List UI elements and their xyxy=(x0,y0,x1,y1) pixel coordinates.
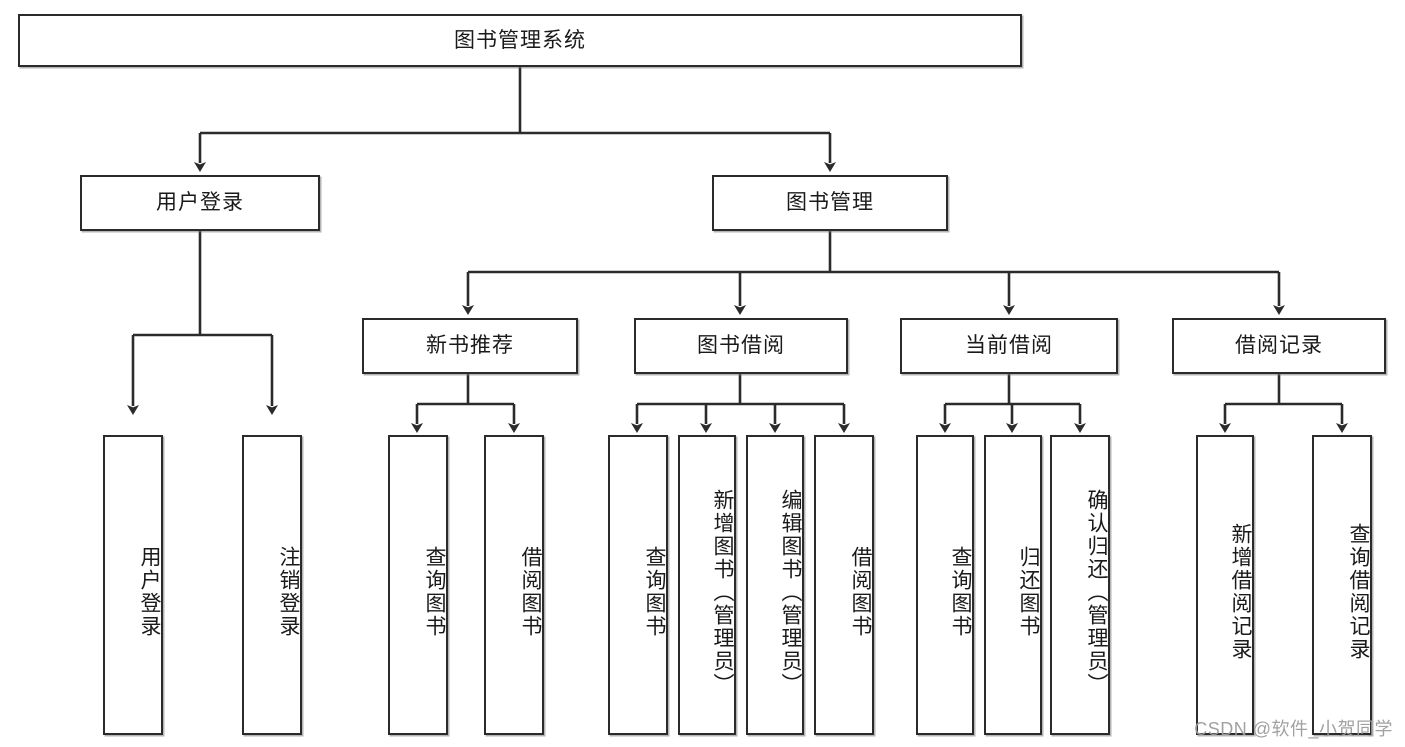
node-new-book-recommend[interactable]: 新书推荐 xyxy=(362,318,578,374)
leaf-query-book-borrow[interactable]: 查询图书 xyxy=(608,435,668,735)
node-label: 新增图书（管理员） xyxy=(711,488,734,696)
node-borrow-record[interactable]: 借阅记录 xyxy=(1172,318,1386,374)
node-label: 编辑图书（管理员） xyxy=(779,488,802,696)
node-label: 注销登录 xyxy=(277,546,300,638)
node-label: 新增借阅记录 xyxy=(1229,523,1252,661)
leaf-query-borrow-record[interactable]: 查询借阅记录 xyxy=(1312,435,1372,735)
node-user-login[interactable]: 用户登录 xyxy=(80,175,320,231)
leaf-query-book-recommend[interactable]: 查询图书 xyxy=(388,435,448,735)
node-book-borrow[interactable]: 图书借阅 xyxy=(634,318,848,374)
node-label: 借阅图书 xyxy=(849,546,872,638)
leaf-edit-book-admin[interactable]: 编辑图书（管理员） xyxy=(746,435,804,735)
leaf-query-book-current[interactable]: 查询图书 xyxy=(916,435,974,735)
node-label: 用户登录 xyxy=(156,191,244,215)
leaf-return-book[interactable]: 归还图书 xyxy=(984,435,1042,735)
node-label: 查询图书 xyxy=(423,546,446,638)
leaf-add-borrow-record[interactable]: 新增借阅记录 xyxy=(1196,435,1254,735)
node-label: 用户登录 xyxy=(138,546,161,638)
node-label: 借阅记录 xyxy=(1235,334,1323,358)
node-label: 当前借阅 xyxy=(965,334,1053,358)
leaf-confirm-return-admin[interactable]: 确认归还（管理员） xyxy=(1050,435,1110,735)
node-label: 新书推荐 xyxy=(426,334,514,358)
node-label: 借阅图书 xyxy=(519,546,542,638)
node-current-borrow[interactable]: 当前借阅 xyxy=(900,318,1118,374)
leaf-borrow-book-recommend[interactable]: 借阅图书 xyxy=(484,435,544,735)
node-label: 查询图书 xyxy=(949,546,972,638)
leaf-user-login[interactable]: 用户登录 xyxy=(103,435,163,735)
node-label: 归还图书 xyxy=(1017,546,1040,638)
node-book-management[interactable]: 图书管理 xyxy=(712,175,948,231)
csdn-watermark: CSDN @软件_小贺同学 xyxy=(1194,719,1393,739)
node-label: 图书管理 xyxy=(786,191,874,215)
leaf-add-book-admin[interactable]: 新增图书（管理员） xyxy=(678,435,736,735)
node-label: 查询借阅记录 xyxy=(1347,523,1370,661)
node-root-system[interactable]: 图书管理系统 xyxy=(18,14,1022,67)
leaf-borrow-book-borrow[interactable]: 借阅图书 xyxy=(814,435,874,735)
node-label: 图书借阅 xyxy=(697,334,785,358)
node-label: 图书管理系统 xyxy=(454,28,586,52)
node-label: 确认归还（管理员） xyxy=(1085,488,1108,696)
node-label: 查询图书 xyxy=(643,546,666,638)
leaf-logout-login[interactable]: 注销登录 xyxy=(242,435,302,735)
